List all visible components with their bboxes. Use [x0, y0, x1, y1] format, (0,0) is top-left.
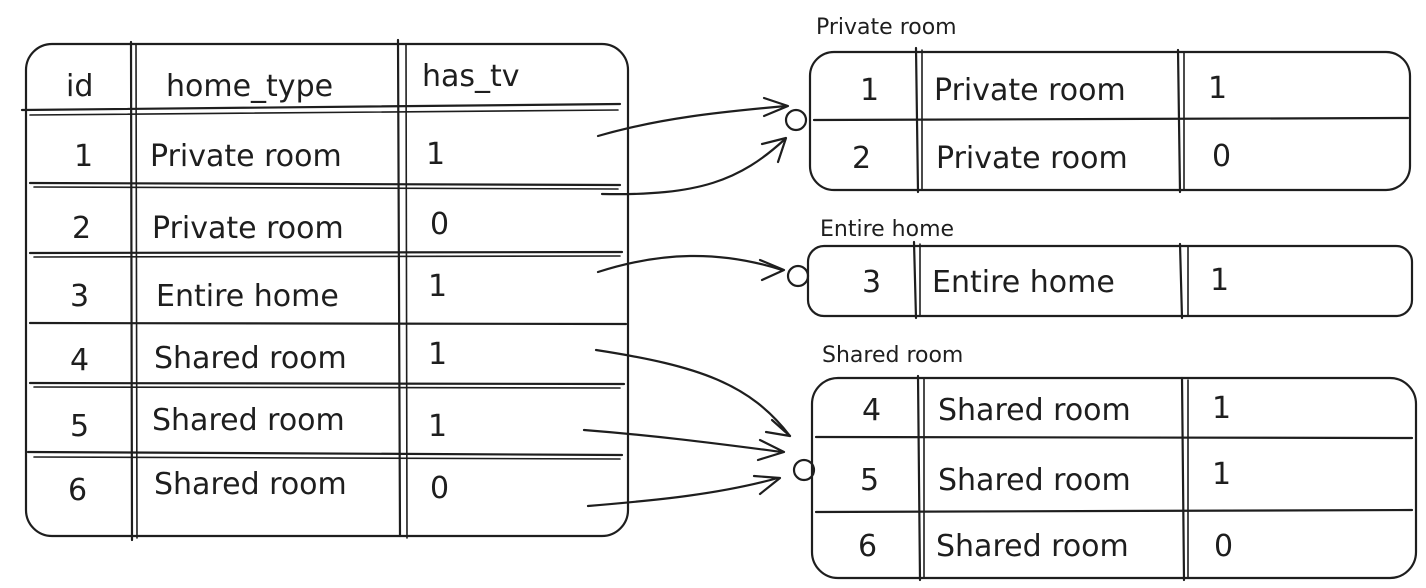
arrow [594, 348, 792, 438]
source-cell-has-tv: 1 [428, 337, 447, 372]
group-cell-id: 2 [852, 141, 871, 176]
group-cell-id: 6 [858, 529, 877, 564]
source-table-row: 2 Private room 0 [72, 207, 449, 246]
source-cell-home-type: Shared room [154, 341, 347, 376]
source-cell-id: 1 [74, 139, 93, 174]
group-label: Shared room [822, 343, 963, 368]
group-table-frame [806, 244, 1414, 318]
arrow [586, 474, 782, 508]
source-cell-home-type: Private room [152, 211, 344, 246]
arrow [596, 96, 790, 138]
arrow [596, 254, 786, 282]
group-cell-has-tv: 1 [1212, 457, 1231, 492]
source-table-row: 3 Entire home 1 [70, 269, 447, 314]
group-entire-home: Entire home 3 Entire home 1 [786, 217, 1414, 320]
group-label: Private room [816, 15, 957, 40]
source-cell-has-tv: 1 [428, 269, 447, 304]
arrow [600, 136, 788, 196]
connector-circle [786, 264, 810, 288]
source-cell-has-tv: 0 [430, 207, 449, 242]
source-cell-has-tv: 0 [430, 471, 449, 506]
group-table-row: 4 Shared room 1 [862, 391, 1231, 428]
source-table-row: 5 Shared room 1 [70, 403, 447, 444]
group-table-frame [808, 50, 1412, 192]
group-cell-id: 3 [862, 265, 881, 300]
source-cell-home-type: Entire home [156, 279, 339, 314]
group-table-row: 5 Shared room 1 [860, 457, 1231, 498]
source-cell-home-type: Private room [150, 139, 342, 174]
group-cell-has-tv: 1 [1210, 263, 1229, 298]
group-cell-id: 1 [860, 73, 879, 108]
source-table: id home_type has_tv 1 Private room 1 2 P… [20, 38, 630, 542]
source-cell-id: 6 [68, 473, 87, 508]
group-table-row: 1 Private room 1 [860, 71, 1227, 108]
source-header-id: id [66, 69, 93, 104]
source-header-has-tv: has_tv [422, 59, 520, 94]
group-shared-room: Shared room 4 Shared room 1 5 Shared roo… [792, 343, 1418, 582]
source-table-frame [24, 42, 630, 538]
group-table-row: 2 Private room 0 [852, 139, 1231, 176]
mapping-arrows [582, 96, 792, 508]
group-table-row: 6 Shared room 0 [858, 529, 1233, 564]
source-header-home-type: home_type [166, 69, 333, 104]
source-cell-has-tv: 1 [428, 409, 447, 444]
group-cell-home-type: Private room [934, 73, 1126, 108]
source-cell-id: 2 [72, 211, 91, 246]
group-cell-id: 4 [862, 393, 881, 428]
source-cell-id: 3 [70, 279, 89, 314]
group-cell-has-tv: 1 [1212, 391, 1231, 426]
group-cell-home-type: Private room [936, 141, 1128, 176]
connector-circle [792, 458, 816, 482]
arrow [582, 428, 786, 462]
source-cell-id: 5 [70, 409, 89, 444]
source-cell-has-tv: 1 [426, 137, 445, 172]
source-cell-home-type: Shared room [152, 403, 345, 438]
source-cell-home-type: Shared room [154, 467, 347, 502]
group-private-room: Private room 1 Private room 1 2 Private … [784, 15, 1412, 194]
group-cell-home-type: Shared room [936, 529, 1129, 564]
source-table-row: 1 Private room 1 [74, 137, 445, 174]
group-cell-has-tv: 0 [1214, 529, 1233, 564]
connector-circle [784, 108, 808, 132]
source-table-row: 6 Shared room 0 [68, 467, 449, 508]
group-table-row: 3 Entire home 1 [862, 263, 1229, 300]
group-cell-home-type: Shared room [938, 463, 1131, 498]
group-table-frame [810, 376, 1418, 580]
group-cell-home-type: Entire home [932, 265, 1115, 300]
group-cell-id: 5 [860, 463, 879, 498]
group-label: Entire home [820, 217, 954, 242]
source-table-row: 4 Shared room 1 [70, 337, 447, 378]
source-cell-id: 4 [70, 343, 89, 378]
group-cell-has-tv: 1 [1208, 71, 1227, 106]
group-cell-home-type: Shared room [938, 393, 1131, 428]
group-cell-has-tv: 0 [1212, 139, 1231, 174]
